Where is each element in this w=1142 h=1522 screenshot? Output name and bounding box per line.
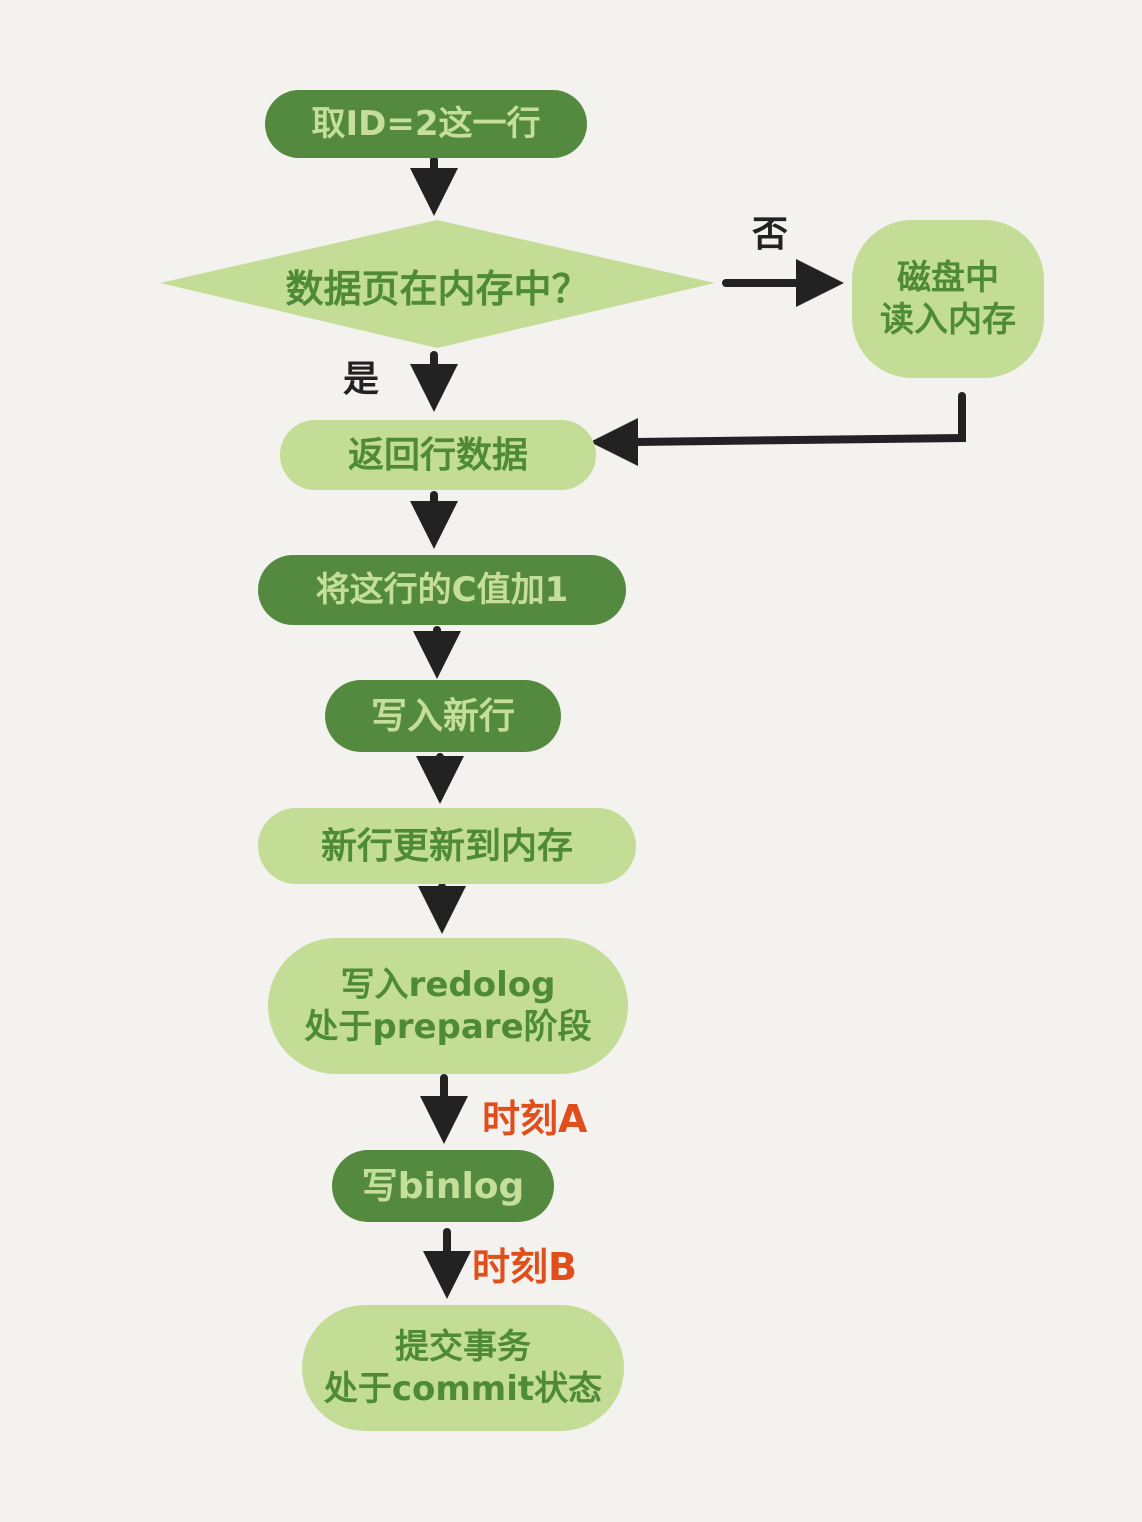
decision-text: 数据页在内存中？ xyxy=(285,266,590,311)
node-label: 取ID=2这一行 xyxy=(311,103,541,144)
node-label: 写入新行 xyxy=(370,695,515,737)
edge-label-yes: 是 xyxy=(343,358,380,400)
node-label: 写binlog xyxy=(361,1165,525,1207)
node-label: 新行更新到内存 xyxy=(320,825,573,867)
node-update-memory: 新行更新到内存 xyxy=(258,808,636,884)
node-read-from-disk: 磁盘中 读入内存 xyxy=(852,220,1044,378)
moment-b-label: 时刻B xyxy=(472,1245,577,1289)
node-redolog-prepare: 写入redolog 处于prepare阶段 xyxy=(268,938,628,1074)
node-label: 返回行数据 xyxy=(347,434,528,476)
moment-a-label: 时刻A xyxy=(482,1097,588,1141)
node-write-new-row: 写入新行 xyxy=(325,680,561,752)
node-return-row: 返回行数据 xyxy=(280,420,596,490)
edge-label-no: 否 xyxy=(752,213,789,255)
node-label: 写入redolog 处于prepare阶段 xyxy=(304,964,592,1048)
node-label: 提交事务 处于commit状态 xyxy=(323,1326,603,1410)
node-write-binlog: 写binlog xyxy=(332,1150,554,1222)
node-commit: 提交事务 处于commit状态 xyxy=(302,1305,624,1431)
node-fetch-row: 取ID=2这一行 xyxy=(265,90,587,158)
node-increment-c: 将这行的C值加1 xyxy=(258,555,626,625)
decision-diamond xyxy=(160,220,715,348)
node-label: 磁盘中 读入内存 xyxy=(880,257,1016,341)
node-label: 将这行的C值加1 xyxy=(315,569,569,610)
